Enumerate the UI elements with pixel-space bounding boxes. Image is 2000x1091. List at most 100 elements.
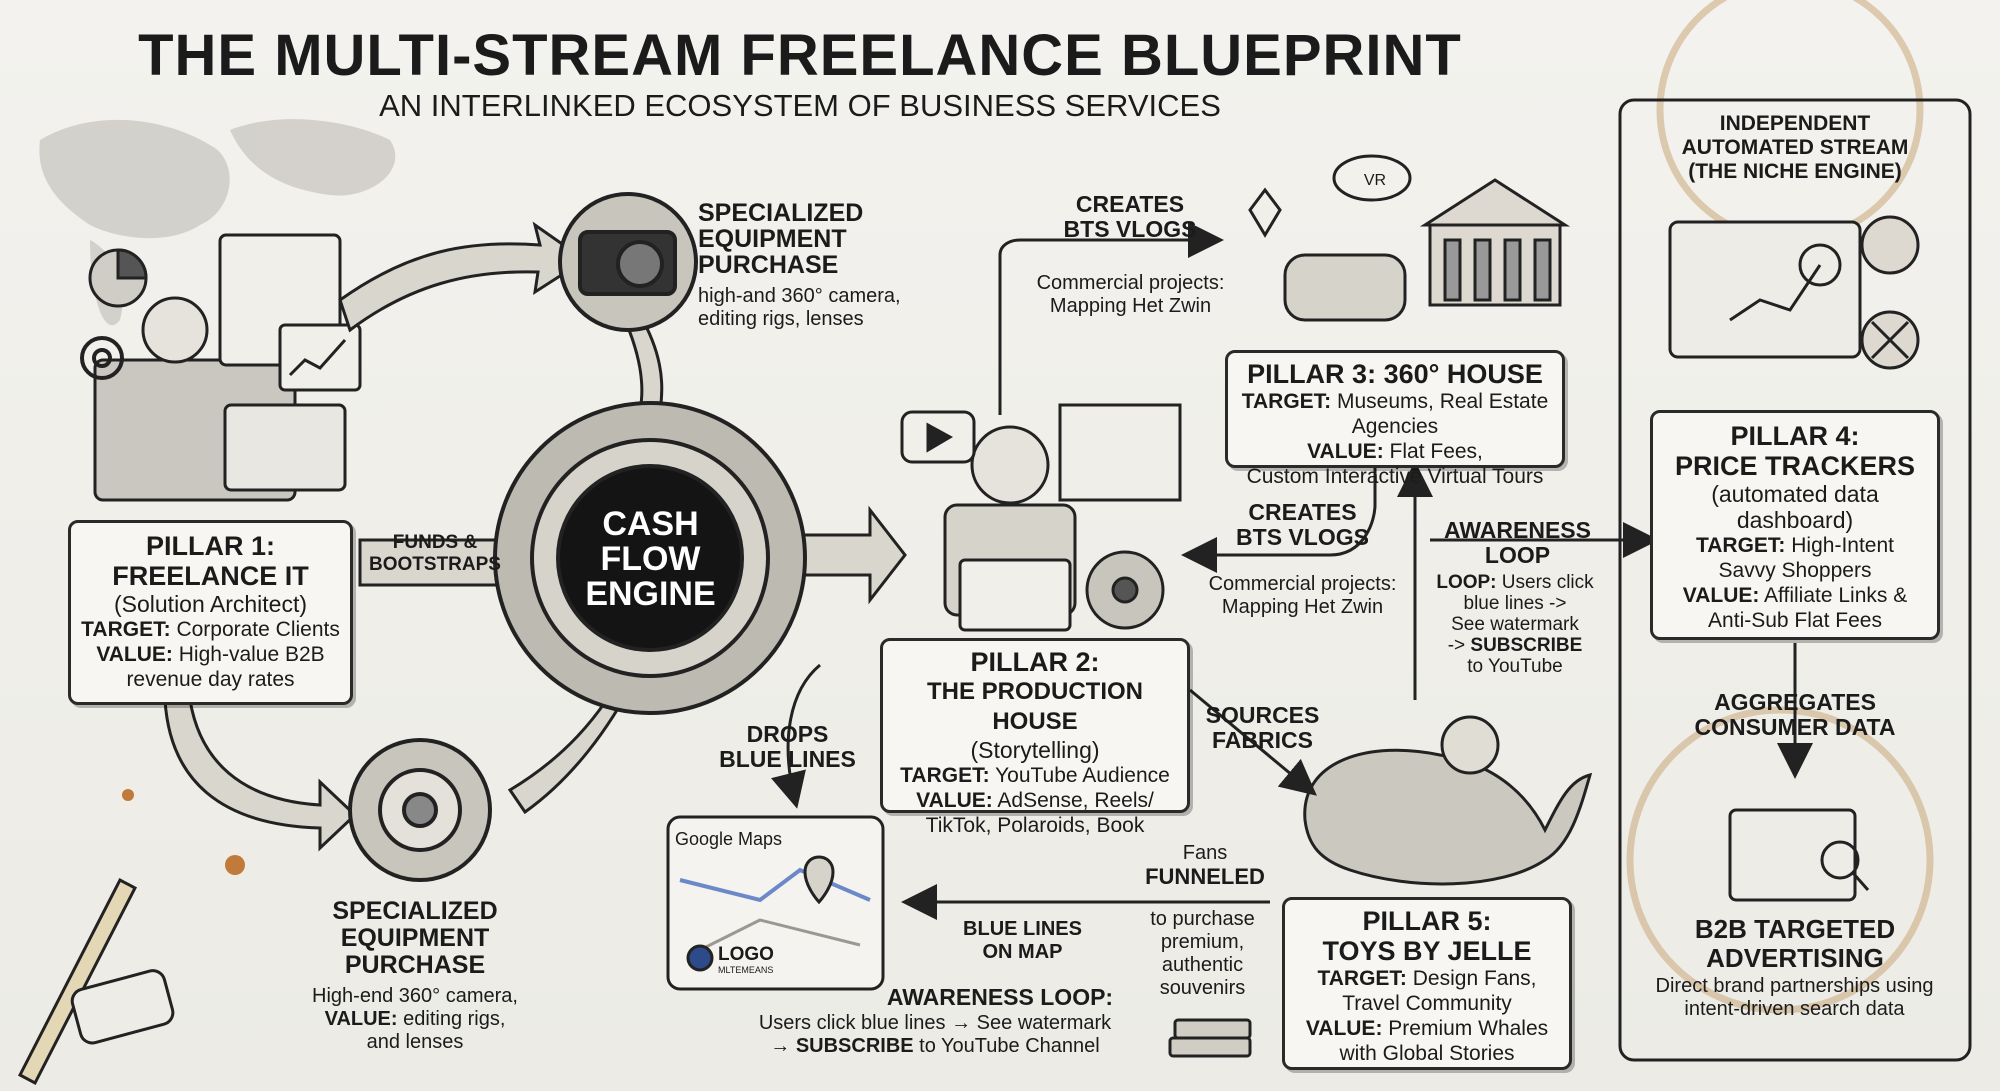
fans-4: premium,: [1160, 931, 1245, 953]
funds-label-1: FUNDS &: [392, 532, 478, 553]
equip-bottom-desc-1: High-end 360° camera,: [312, 985, 518, 1007]
equip-top-line-2: EQUIPMENT: [698, 225, 847, 253]
engine-line-1: CASH: [602, 505, 699, 543]
awareness-bottom-2-rest: to YouTube Channel: [913, 1035, 1100, 1057]
cash-flow-engine-label: CASH FLOW ENGINE: [558, 507, 743, 612]
world-map-decoration: [39, 119, 396, 326]
pillar-3-target-row: TARGET: Museums, Real Estate Agencies: [1228, 389, 1562, 439]
pillar-1-heading: PILLAR 1:: [145, 531, 275, 561]
creates-top-caption-1: Commercial projects:: [1036, 272, 1225, 294]
target-label: TARGET:: [1317, 967, 1407, 990]
awareness-loop-desc-4-row: -> SUBSCRIBE: [1425, 635, 1605, 656]
sources-2: FABRICS: [1212, 727, 1313, 753]
creates-mid-caption: Commercial projects: Mapping Het Zwin: [1190, 573, 1415, 619]
storyteller-illustration: [900, 403, 1182, 632]
pillar-1-target-row: TARGET: Corporate Clients: [71, 617, 350, 642]
pillar-2-heading: PILLAR 2:: [970, 647, 1100, 677]
value-label: VALUE:: [916, 789, 993, 812]
pillar-4-value-row: VALUE: Affiliate Links &: [1653, 583, 1937, 608]
target-label: TARGET:: [900, 764, 990, 787]
awareness-loop-bottom-desc: Users click blue lines → See watermark →…: [730, 1012, 1140, 1058]
niche-3: (THE NICHE ENGINE): [1688, 160, 1902, 183]
fans-5: authentic: [1161, 954, 1244, 976]
pillar-3-box: PILLAR 3: 360° HOUSE TARGET: Museums, Re…: [1225, 350, 1565, 488]
b2b-2: ADVERTISING: [1706, 943, 1884, 973]
b2b-desc-1: Direct brand partnerships using: [1655, 975, 1934, 997]
pillar-5-title: TOYS BY JELLE: [1322, 936, 1532, 966]
awareness-loop-desc-2: blue lines ->: [1463, 593, 1567, 614]
funds-bootstraps-label: FUNDS & BOOTSTRAPS: [360, 532, 510, 576]
awareness-bottom-arrow: →: [770, 1035, 796, 1057]
pillar-1-box: PILLAR 1: FREELANCE IT (Solution Archite…: [68, 520, 353, 705]
sources-1: SOURCES: [1205, 702, 1320, 728]
books-illustration: [1168, 1018, 1252, 1058]
pillar-1-value-row: VALUE: High-value B2B: [71, 642, 350, 667]
awareness-loop-desc-5: to YouTube: [1467, 656, 1563, 677]
blue-lines-map-2: ON MAP: [982, 941, 1063, 963]
pillar-4-title: PRICE TRACKERS: [1674, 451, 1916, 481]
map-brand-label: Google Maps: [675, 829, 783, 849]
pillar-3-value-2: Custom Interactive Virtual Tours: [1246, 465, 1544, 488]
vr-label: VR: [1363, 172, 1387, 189]
pillar-3-value-row: VALUE: Flat Fees,: [1228, 439, 1562, 464]
pillar-5-value-2: with Global Stories: [1339, 1042, 1515, 1065]
value-label: VALUE:: [324, 1008, 398, 1030]
equip-bottom-line-1: SPECIALIZED: [332, 897, 498, 925]
pillar-1-target: Corporate Clients: [176, 618, 340, 641]
creates-mid-1: CREATES: [1248, 499, 1357, 525]
equipment-top-desc: high-and 360° camera, editing rigs, lens…: [698, 285, 958, 331]
equip-bottom-desc-2-row: VALUE: editing rigs,: [300, 1008, 530, 1031]
target-label: TARGET:: [1241, 390, 1332, 413]
it-professional-illustration: [93, 233, 362, 502]
niche-2: AUTOMATED STREAM: [1681, 136, 1909, 159]
pillar-5-target-row: TARGET: Design Fans,: [1285, 966, 1569, 991]
value-label: VALUE:: [1305, 1017, 1383, 1040]
engine-line-2: FLOW: [600, 540, 701, 578]
awareness-bottom-2-row: → SUBSCRIBE to YouTube Channel: [730, 1035, 1140, 1058]
aggregates-data-label: AGGREGATES CONSUMER DATA: [1660, 690, 1930, 740]
awareness-loop-desc-3: See watermark: [1451, 614, 1579, 635]
sources-fabrics-label: SOURCES FABRICS: [1195, 703, 1330, 753]
pillar-4-heading: PILLAR 4:: [1730, 421, 1860, 451]
pillar-2-target: YouTube Audience: [995, 764, 1170, 787]
pillar-5-value: Premium Whales: [1388, 1017, 1549, 1040]
engine-line-3: ENGINE: [585, 575, 716, 613]
loop-label: LOOP:: [1436, 572, 1497, 593]
target-label: TARGET:: [1695, 534, 1786, 557]
equip-bottom-line-2: EQUIPMENT: [340, 924, 490, 952]
subscribe-label: SUBSCRIBE: [1470, 635, 1583, 656]
pillar-4-sub-1: (automated data: [1711, 481, 1879, 507]
gear-icon: [80, 336, 124, 380]
value-label: VALUE:: [1682, 584, 1760, 607]
pillar-2-box: PILLAR 2: THE PRODUCTION HOUSE (Storytel…: [880, 638, 1190, 837]
page-title: THE MULTI-STREAM FREELANCE BLUEPRINT: [138, 23, 1462, 88]
funds-label-2: BOOTSTRAPS: [369, 554, 501, 575]
pillar-1-value-2: revenue day rates: [126, 668, 295, 691]
pillar-2-title: THE PRODUCTION HOUSE: [927, 678, 1143, 735]
creates-vlogs-mid-label: CREATES BTS VLOGS: [1220, 500, 1385, 550]
pillar-4-target-row: TARGET: High-Intent: [1653, 533, 1937, 558]
drops-2: BLUE LINES: [719, 746, 856, 772]
pillar-1-role: (Solution Architect): [113, 591, 308, 617]
awareness-loop-desc-1: Users click: [1501, 572, 1594, 593]
equipment-bottom-label: SPECIALIZED EQUIPMENT PURCHASE: [320, 898, 510, 979]
map-logo-sub: MLTEMEANS: [718, 965, 774, 975]
map-logo-label: LOGO: [718, 944, 774, 965]
value-label: VALUE:: [1307, 440, 1384, 463]
creates-mid-caption-1: Commercial projects:: [1208, 573, 1397, 595]
pillar-4-target-2: Savvy Shoppers: [1718, 559, 1872, 582]
fans-funneled-label: Fans FUNNELED: [1130, 842, 1280, 888]
blue-lines-map-1: BLUE LINES: [963, 918, 1082, 940]
creates-mid-2: BTS VLOGS: [1236, 524, 1369, 550]
pillar-3-value: Flat Fees,: [1389, 440, 1483, 463]
pillar-5-target-2: Travel Community: [1342, 992, 1512, 1015]
equip-top-line-3: PURCHASE: [698, 251, 839, 279]
niche-engine-header: INDEPENDENT AUTOMATED STREAM (THE NICHE …: [1640, 112, 1950, 184]
equip-top-desc-1: high-and 360° camera,: [698, 285, 901, 307]
niche-1: INDEPENDENT: [1719, 112, 1871, 135]
b2b-advertising-desc: Direct brand partnerships using intent-d…: [1632, 975, 1957, 1021]
bottom-gear-illustration: [348, 738, 492, 882]
pillar-3-title: PILLAR 3: 360° HOUSE: [1247, 359, 1543, 389]
pillar-1-title: FREELANCE IT: [112, 561, 309, 591]
